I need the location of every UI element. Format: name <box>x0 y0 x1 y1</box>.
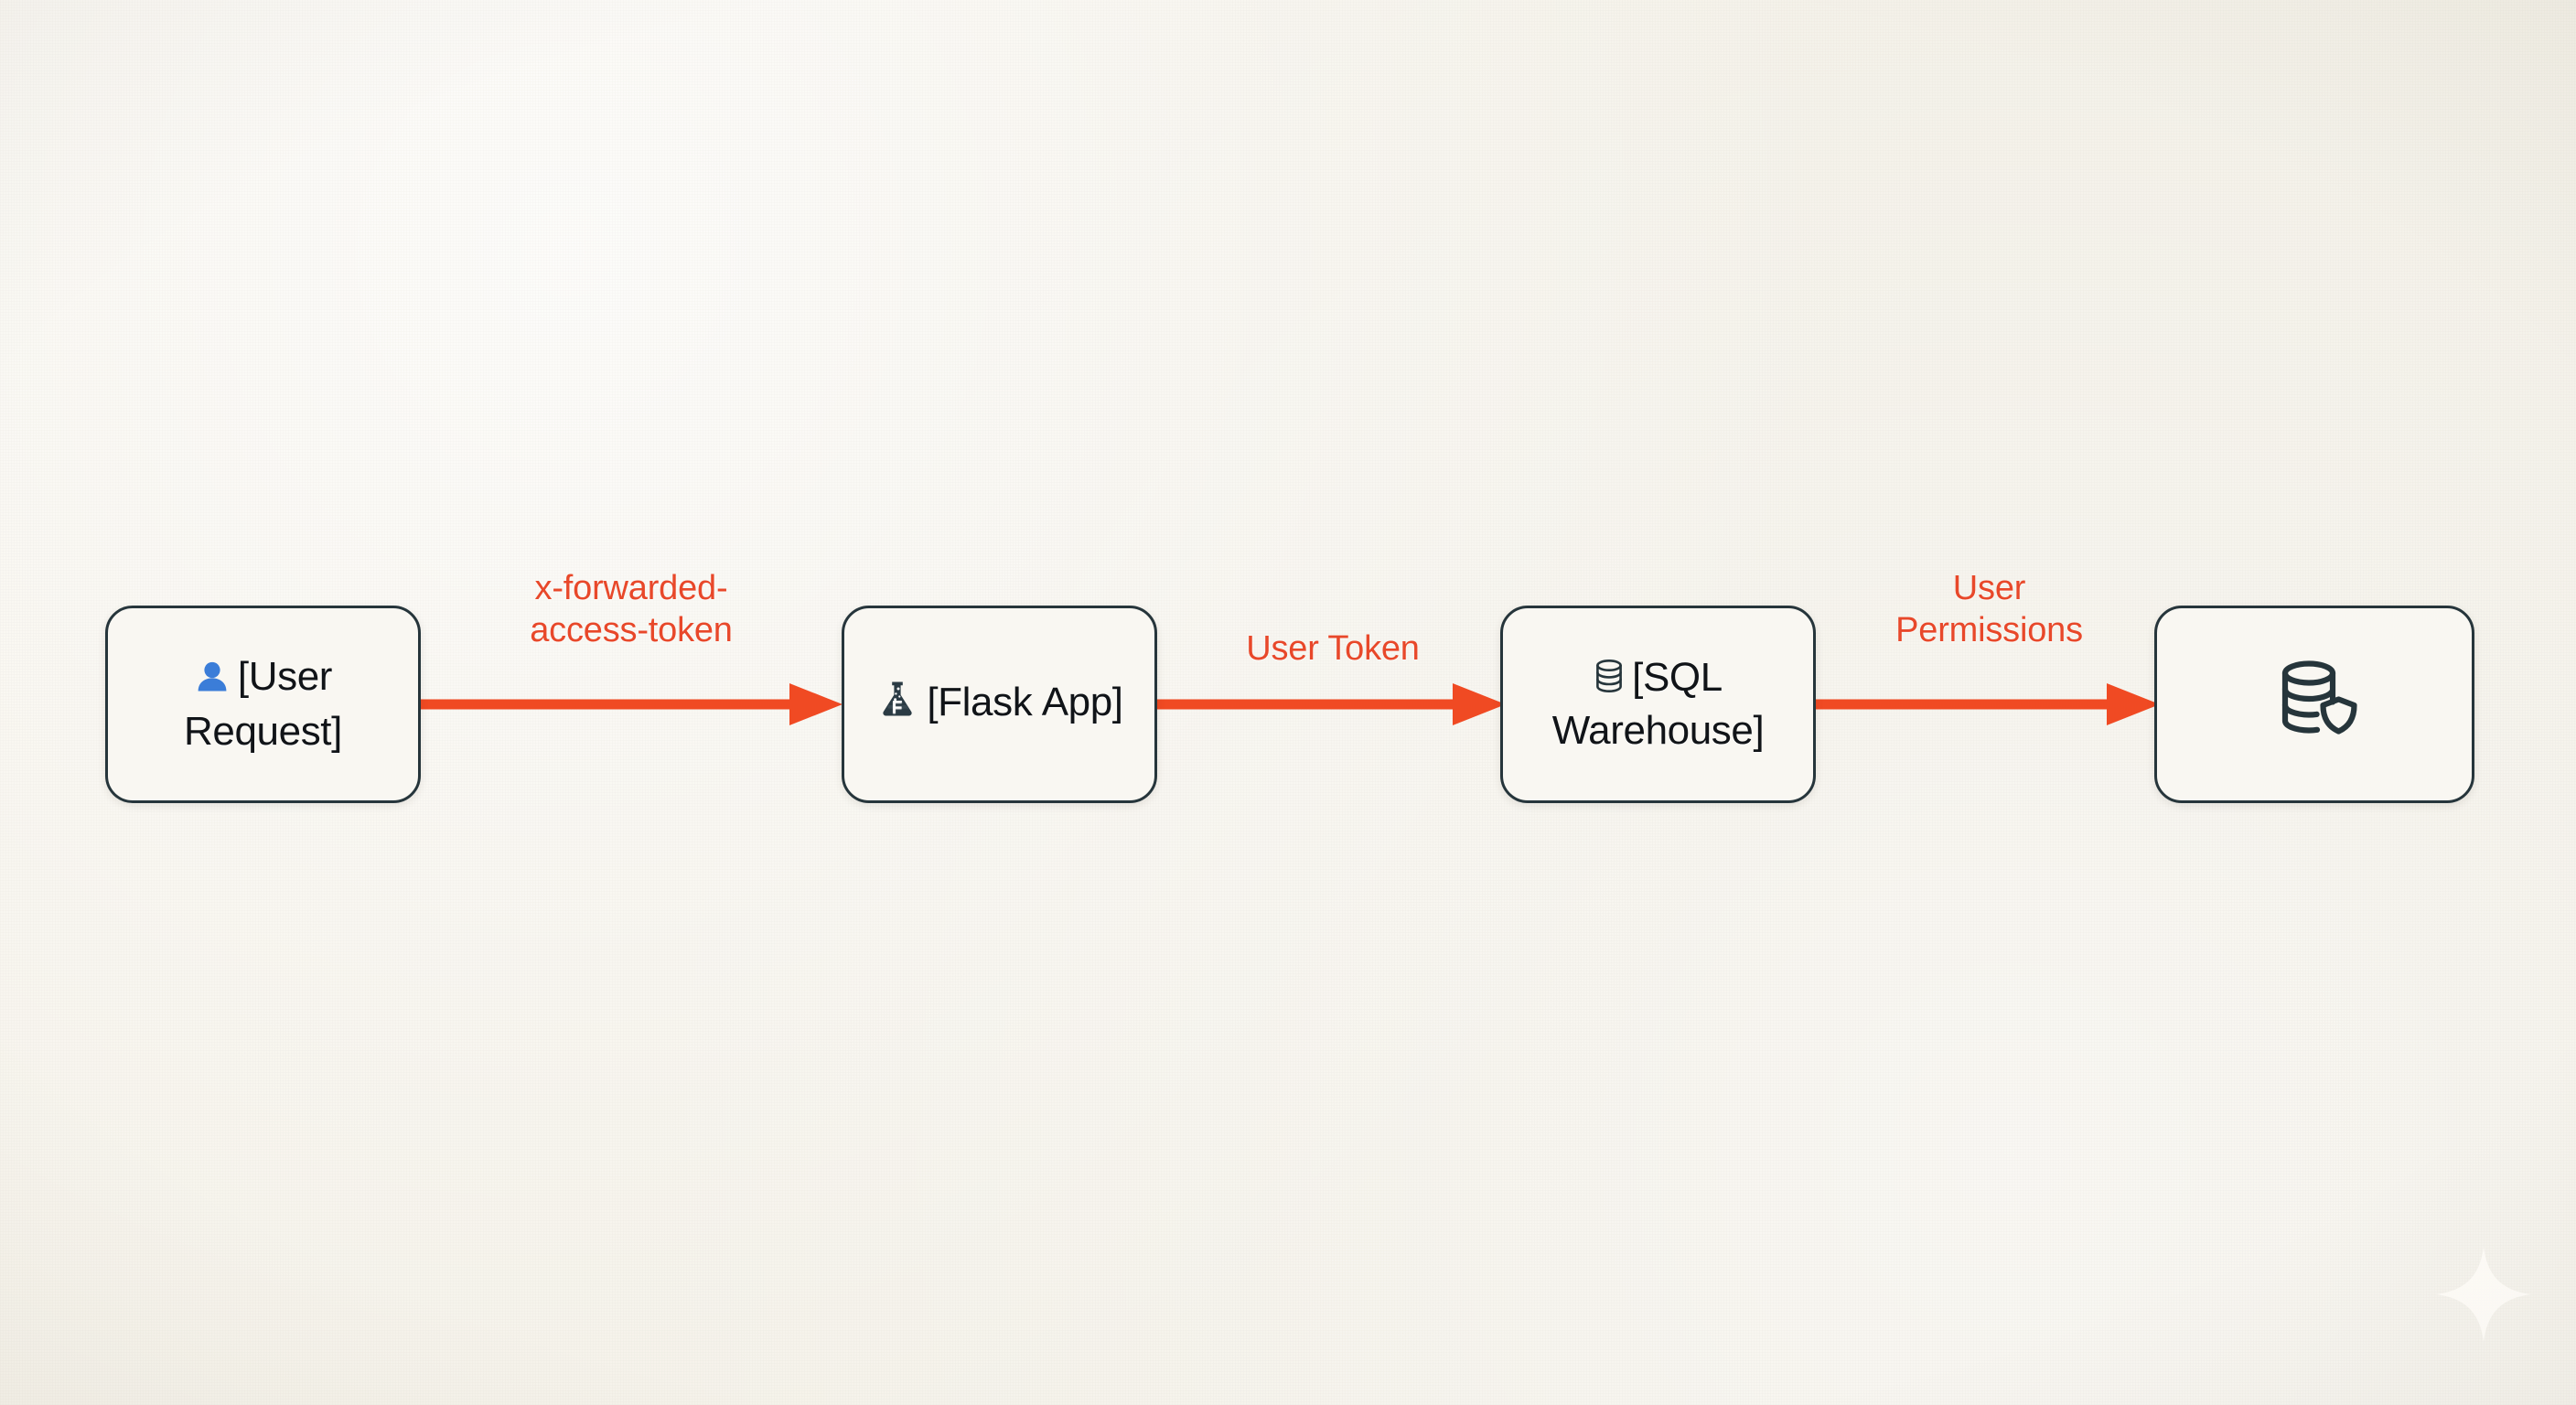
arrow-sql-warehouse-to-secure-database <box>1813 683 2160 725</box>
node-secure-database[interactable] <box>2154 606 2474 803</box>
database-shield-icon <box>2265 649 2364 760</box>
node-user-request-label: [User Request] <box>184 654 342 754</box>
arrow-user-request-to-flask-app <box>416 683 843 725</box>
edge-label-x-forwarded-access-token: x-forwarded- access-token <box>530 569 733 650</box>
node-user-request-content: [User Request] <box>184 652 342 756</box>
edge-label-user-token: User Token <box>1246 629 1420 668</box>
node-sql-warehouse-content: [SQL Warehouse] <box>1552 653 1765 755</box>
sparkle-icon <box>2436 1247 2531 1342</box>
svg-text:F: F <box>892 698 902 717</box>
edge-label-user-permissions: User Permissions <box>1895 569 2083 650</box>
node-flask-app-label: [Flask App] <box>927 679 1123 724</box>
node-user-request[interactable]: [User Request] <box>105 606 421 803</box>
database-icon <box>1594 657 1625 706</box>
node-flask-app[interactable]: F [Flask App] <box>842 606 1157 803</box>
person-icon <box>194 658 231 707</box>
flask-icon: F <box>875 677 919 733</box>
node-sql-warehouse-label: [SQL Warehouse] <box>1551 655 1765 753</box>
node-sql-warehouse[interactable]: [SQL Warehouse] <box>1500 606 1816 803</box>
arrow-flask-app-to-sql-warehouse <box>1154 683 1506 725</box>
node-secure-database-content <box>2265 649 2364 760</box>
node-flask-app-content: F [Flask App] <box>875 677 1123 733</box>
